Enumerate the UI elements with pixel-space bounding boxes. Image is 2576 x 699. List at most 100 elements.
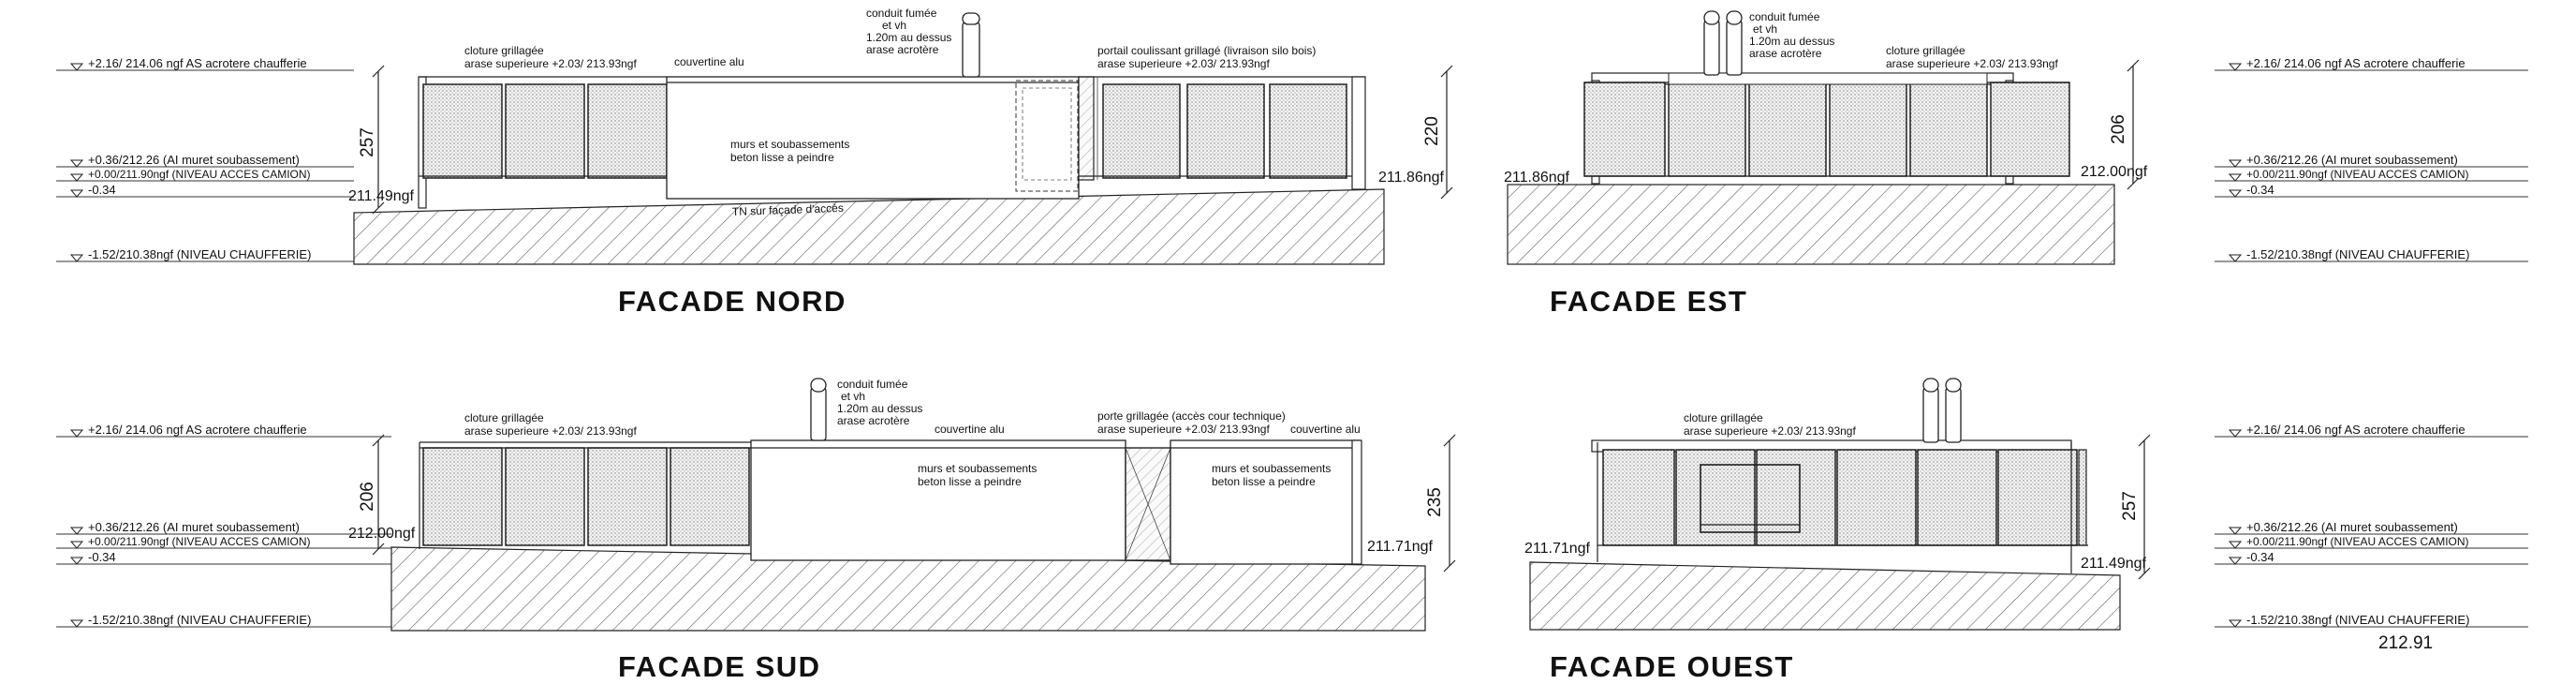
facade-est: 206 211.86ngf 212.00ngf conduit fumée et…	[1504, 10, 2148, 318]
level-marker-icon	[2228, 189, 2243, 198]
ground-hatch	[1529, 561, 2121, 631]
chimney	[962, 22, 980, 78]
label-conduit-4: arase acrotère	[837, 414, 910, 427]
label-murs2-2: beton lisse a peindre	[1212, 475, 1316, 488]
level-label: -0.34	[88, 550, 116, 564]
level-marker-icon	[69, 63, 84, 71]
facade-ouest: 257 211.71ngf 211.49ngf cloture grillagé…	[1524, 378, 2433, 683]
label-murs-1: murs et soubassements	[730, 138, 849, 151]
main-wall	[666, 76, 1080, 200]
fence-panel	[505, 83, 585, 179]
fence-panel	[1756, 449, 1836, 546]
level-marker-icon	[2228, 619, 2243, 628]
level-marker-icon	[69, 429, 84, 438]
fence-panel	[1829, 82, 1907, 177]
dimension-left: 257	[358, 65, 385, 215]
label-conduit-3: 1.20m au dessus	[837, 402, 922, 415]
sliding-gate-outline	[1015, 80, 1079, 192]
label-cloture-2: arase superieure +2.03/ 213.93ngf	[464, 57, 637, 70]
level-label: +0.36/212.26 (AI muret soubassement)	[2246, 520, 2458, 534]
ground-hatch	[353, 188, 1385, 265]
dim-label: 206	[358, 482, 377, 512]
chimney	[1922, 387, 1939, 443]
level-marker-icon	[2228, 557, 2243, 565]
title-facade-sud: FACADE SUD	[618, 650, 821, 683]
fence-panel	[1917, 449, 1997, 546]
level-marker-icon	[2228, 63, 2243, 71]
title-facade-ouest: FACADE OUEST	[1550, 650, 1794, 683]
fence-panel	[1602, 449, 1675, 546]
label-cloture-2: arase superieure +2.03/ 213.93ngf	[1684, 424, 1856, 438]
facade-nord: 257 220 211.49ngf 211.86ngf cloture gril…	[348, 7, 1453, 318]
level-marker-icon	[2228, 254, 2243, 262]
level-marker-icon	[69, 254, 84, 262]
fence-panel	[1269, 83, 1347, 179]
ground-hatch	[1507, 184, 2115, 265]
label-cloture-1: cloture grillagée	[464, 44, 544, 57]
ngf-left: 211.71ngf	[1524, 541, 1591, 557]
dim-label: 257	[2120, 491, 2140, 521]
label-murs1-2: beton lisse a peindre	[918, 475, 1022, 488]
level-label: +0.36/212.26 (AI muret soubassement)	[2246, 153, 2458, 167]
level-lines: +2.16/ 214.06 ngf AS acrotere chaufferie…	[56, 56, 2528, 628]
label-conduit-1: conduit fumée	[1749, 10, 1820, 23]
wall-segment	[1351, 439, 1362, 565]
dimension-right: 220	[1422, 65, 1453, 200]
label-conduit-1: conduit fumée	[866, 7, 937, 20]
label-couvertine: couvertine alu	[674, 55, 744, 68]
level-marker-icon	[2228, 159, 2243, 168]
label-conduit-2: et vh	[882, 19, 906, 32]
ngf-left: 212.00ngf	[348, 526, 416, 542]
label-portail-1: portail coulissant grillagé (livraison s…	[1097, 44, 1316, 57]
level-label: +2.16/ 214.06 ngf AS acrotere chaufferie	[2246, 56, 2466, 70]
level-marker-icon	[69, 189, 84, 198]
facade-sud: 206 235 212.00ngf 211.71ngf cloture gril…	[348, 378, 1456, 683]
level-label: +2.16/ 214.06 ngf AS acrotere chaufferie	[88, 423, 307, 437]
fence-panel	[422, 83, 503, 179]
label-conduit-2: et vh	[1753, 22, 1777, 36]
dim-label: 220	[1422, 116, 1442, 146]
level-marker-icon	[69, 619, 84, 628]
label-conduit-4: arase acrotère	[1749, 47, 1822, 60]
label-cloture-1: cloture grillagée	[464, 411, 544, 424]
ngf-right: 212.00ngf	[2081, 164, 2148, 180]
fence-panel	[1583, 82, 1666, 177]
label-couvertine-1: couvertine alu	[935, 423, 1005, 436]
ngf-left: 211.49ngf	[348, 188, 415, 204]
label-cloture-2: arase superieure +2.03/ 213.93ngf	[1886, 57, 2058, 70]
fence-panel	[587, 447, 668, 546]
chimney	[1945, 387, 1962, 443]
label-couvertine-2: couvertine alu	[1290, 423, 1361, 436]
level-marker-icon	[69, 173, 84, 182]
label-murs1-1: murs et soubassements	[918, 462, 1037, 475]
dim-label: 257	[358, 127, 377, 157]
dimension-left: 206	[358, 434, 385, 556]
chimney	[1703, 20, 1720, 76]
ngf-left: 211.86ngf	[1504, 170, 1570, 186]
gate-frame	[1700, 464, 1801, 533]
fence-panel	[1836, 449, 1917, 546]
fence-panel	[2078, 449, 2087, 546]
level-marker-icon	[69, 527, 84, 535]
fence-panel	[1990, 82, 2070, 177]
dim-label: 206	[2109, 114, 2128, 144]
level-label: -1.52/210.38ngf (NIVEAU CHAUFFERIE)	[2246, 613, 2469, 627]
ngf-right: 211.86ngf	[1378, 170, 1445, 186]
level-label: +2.16/ 214.06 ngf AS acrotere chaufferie	[2246, 423, 2466, 437]
fence-panel	[1748, 82, 1827, 177]
fence-panel	[1909, 82, 1988, 177]
label-porte-1: porte grillagée (accès cour technique)	[1097, 409, 1286, 423]
wall-segment	[1668, 72, 1988, 85]
level-label: +0.00/211.90ngf (NIVEAU ACCES CAMION)	[2246, 535, 2469, 548]
label-cloture-2: arase superieure +2.03/ 213.93ngf	[464, 424, 637, 438]
level-marker-icon	[69, 557, 84, 565]
label-murs2-1: murs et soubassements	[1212, 462, 1331, 475]
gate-panel	[1078, 76, 1095, 181]
fence-panel	[505, 447, 585, 546]
main-wall	[1170, 439, 1361, 565]
dimension: 206	[2109, 59, 2140, 190]
label-conduit-2: et vh	[841, 390, 865, 403]
level-label: -1.52/210.38ngf (NIVEAU CHAUFFERIE)	[88, 613, 311, 627]
